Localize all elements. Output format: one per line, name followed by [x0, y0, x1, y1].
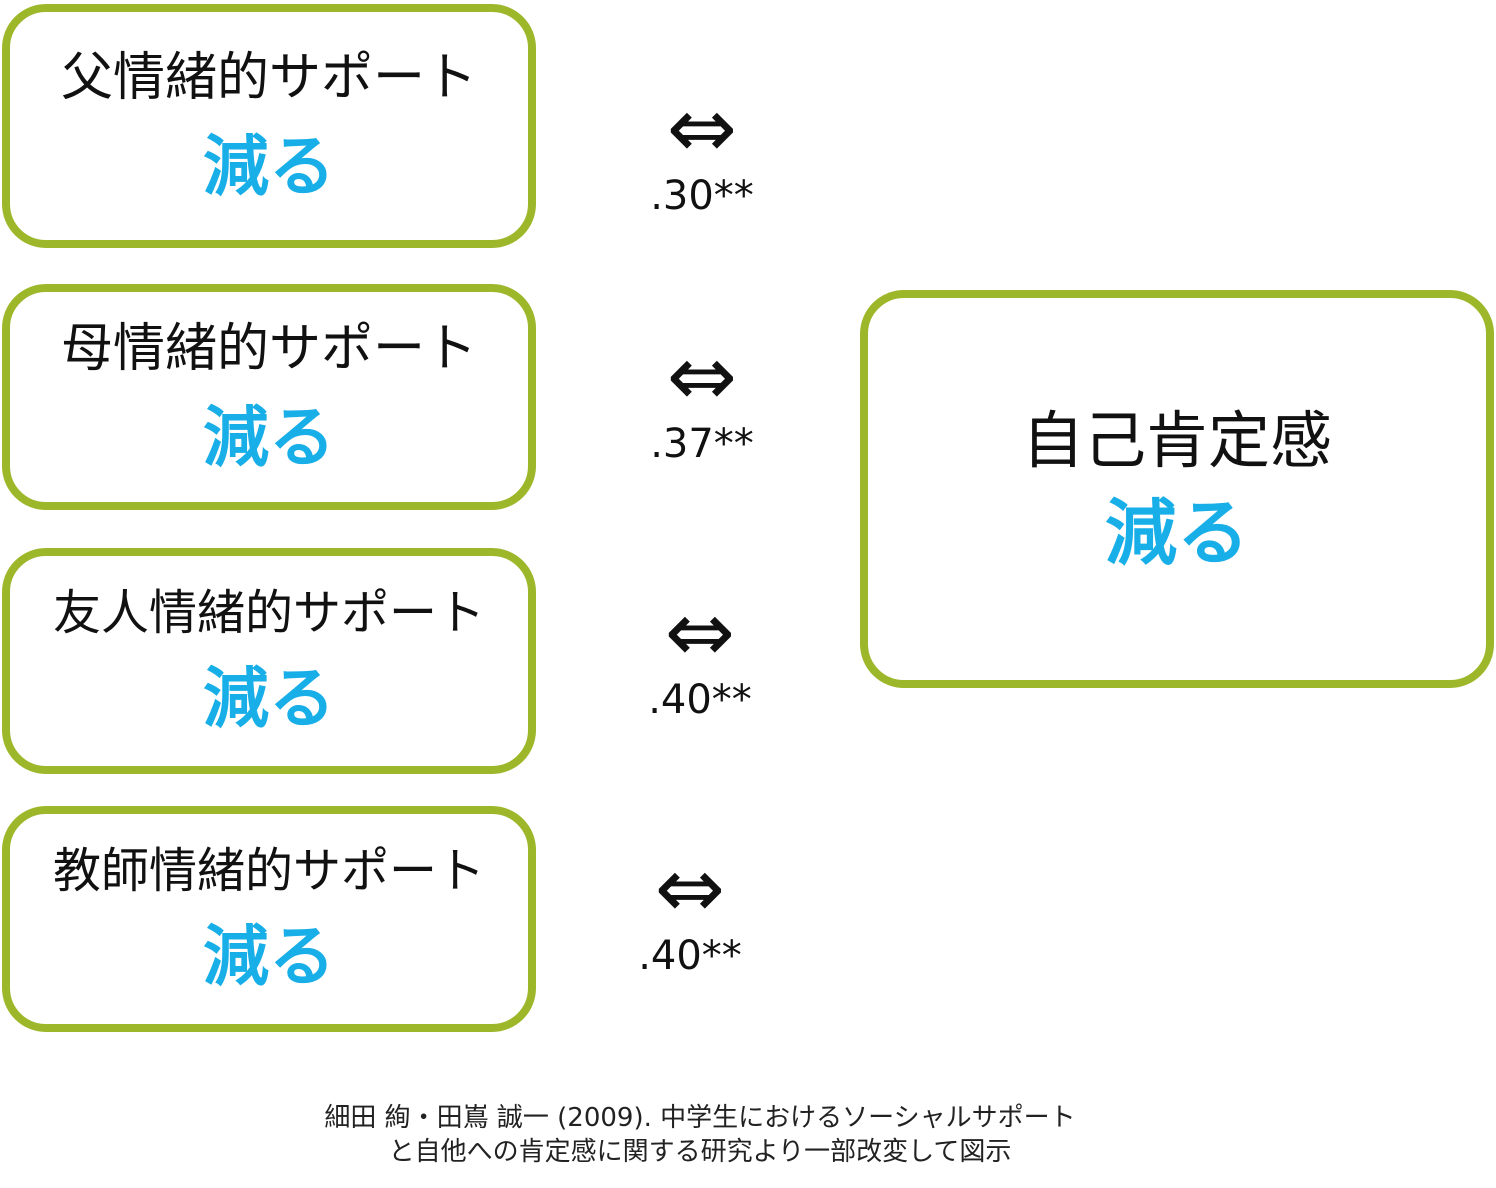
predictor-label: 母情緒的サポート — [60, 318, 477, 379]
trend-label: 減る — [1104, 491, 1249, 576]
predictor-box-teacher: 教師情緒的サポート 減る — [2, 806, 536, 1032]
double-arrow-icon: ⇔ — [654, 839, 726, 937]
correlation-coefficient: .40** — [648, 677, 752, 723]
trend-label: 減る — [203, 398, 335, 476]
citation-line-1: 細田 絢・田嶌 誠一 (2009). 中学生におけるソーシャルサポート — [324, 1103, 1076, 1133]
correlation-coefficient: .40** — [638, 933, 742, 979]
predictor-box-father: 父情緒的サポート 減る — [2, 4, 536, 248]
trend-label: 減る — [203, 918, 335, 996]
outcome-label: 自己肯定感 — [1021, 403, 1332, 477]
predictor-label: 父情緒的サポート — [60, 47, 477, 108]
predictor-box-friend: 友人情緒的サポート 減る — [2, 548, 536, 774]
trend-label: 減る — [203, 127, 335, 205]
outcome-box-self-esteem: 自己肯定感 減る — [860, 290, 1494, 688]
predictor-box-mother: 母情緒的サポート 減る — [2, 284, 536, 510]
citation: 細田 絢・田嶌 誠一 (2009). 中学生におけるソーシャルサポート と自他へ… — [200, 1102, 1200, 1170]
correlation-coefficient: .30** — [650, 173, 754, 219]
citation-line-2: と自他への肯定感に関する研究より一部改変して図示 — [388, 1136, 1012, 1167]
predictor-label: 友人情緒的サポート — [52, 585, 485, 642]
relation-father: ⇔ .30** — [612, 86, 792, 216]
double-arrow-icon: ⇔ — [664, 583, 736, 681]
relation-mother: ⇔ .37** — [612, 334, 792, 464]
relation-friend: ⇔ .40** — [610, 590, 790, 720]
correlation-coefficient: .37** — [650, 421, 754, 467]
double-arrow-icon: ⇔ — [666, 327, 738, 425]
double-arrow-icon: ⇔ — [666, 79, 738, 177]
predictor-label: 教師情緒的サポート — [52, 843, 485, 900]
relation-teacher: ⇔ .40** — [600, 846, 780, 976]
trend-label: 減る — [203, 660, 335, 738]
